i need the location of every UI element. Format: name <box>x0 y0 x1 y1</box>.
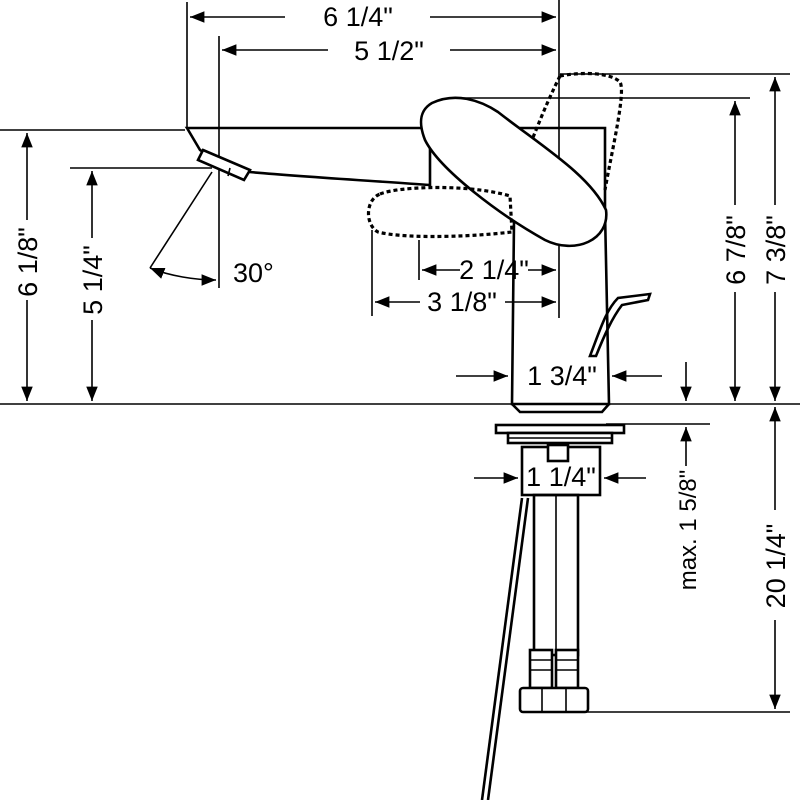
dim-spout-total-reach: 6 1/4" <box>323 2 393 32</box>
dimension-labels: 6 1/4" 5 1/2" 2 1/4" 3 1/8" 30° 1 3/4" 1… <box>13 2 791 608</box>
dim-spout-reach: 5 1/2" <box>354 36 424 66</box>
dim-spout-height-outer: 6 1/8" <box>13 227 43 297</box>
dim-lever-height: 6 7/8" <box>721 215 751 285</box>
below-deck-assembly <box>480 423 626 800</box>
dim-lever-open-reach: 3 1/8" <box>427 287 497 317</box>
dim-supply-hose-length: 20 1/4" <box>761 524 791 609</box>
dim-total-height: 7 3/8" <box>761 215 791 285</box>
dim-spout-angle: 30° <box>233 258 274 288</box>
dim-body-diameter: 1 3/4" <box>527 361 597 391</box>
dim-lever-reach: 2 1/4" <box>459 255 529 285</box>
dimension-lines <box>21 11 781 709</box>
reference-lines <box>0 0 800 713</box>
dim-max-deck-thickness: max. 1 5/8" <box>675 470 702 591</box>
dim-shank-diameter: 1 1/4" <box>526 462 596 492</box>
dim-spout-height-inner: 5 1/4" <box>78 245 108 315</box>
faucet-body <box>184 71 652 414</box>
